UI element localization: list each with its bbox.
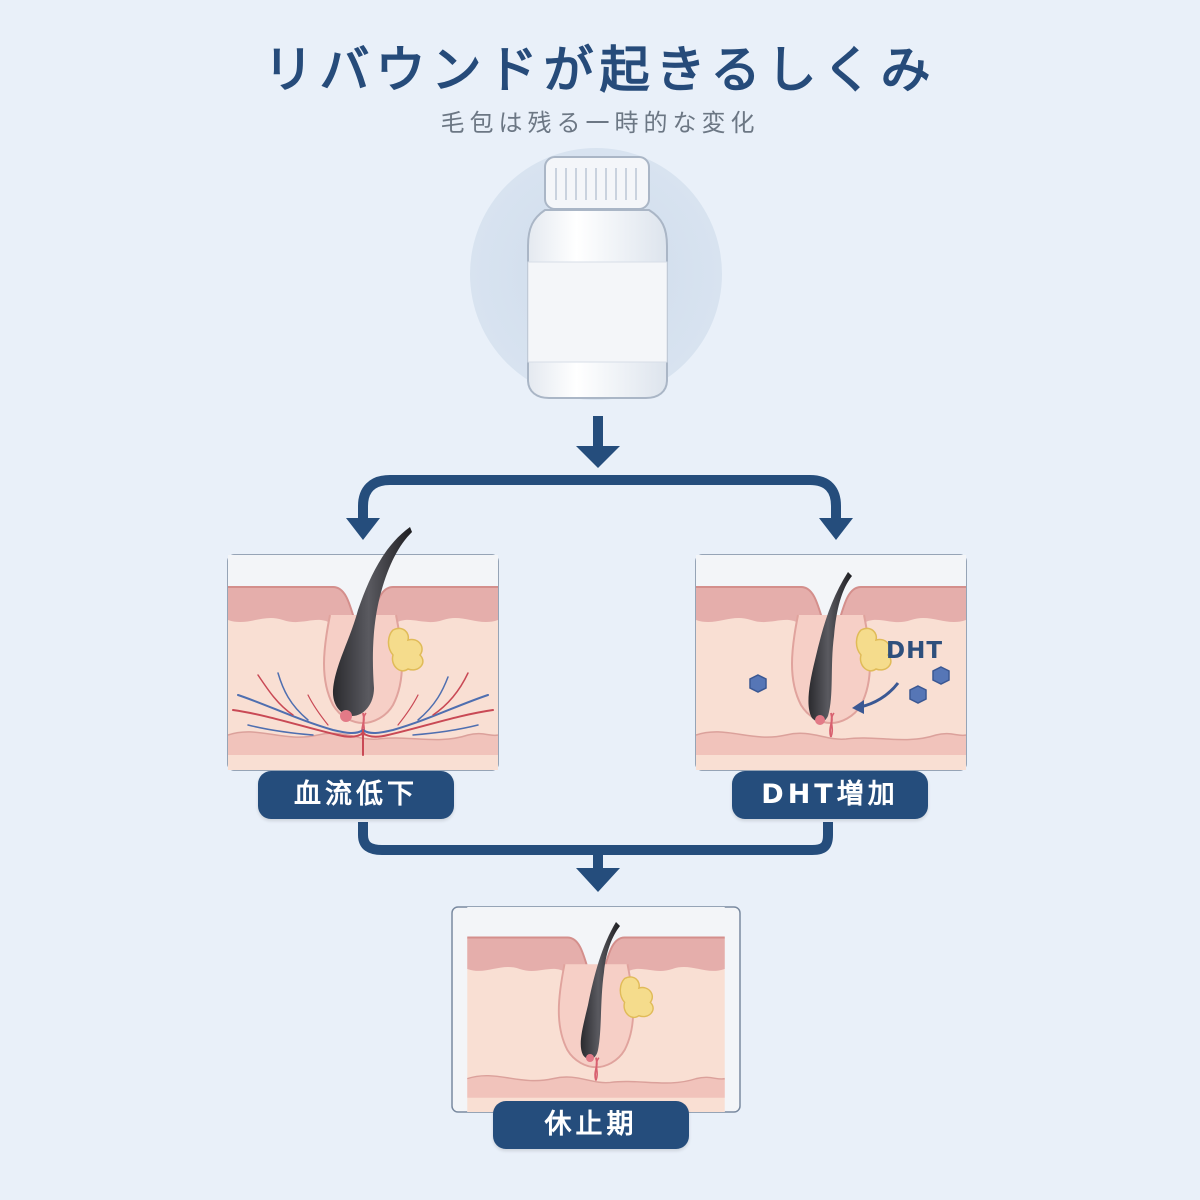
dht-molecule-icon [909,685,927,704]
bottom-arrow-head [576,868,620,892]
dht-increase-label: DHT増加 [732,771,928,819]
page-subtitle: 毛包は残る一時的な変化 [440,109,760,137]
telogen-label: 休止期 [493,1101,689,1149]
right-arrow-head [819,518,853,540]
merge-connector [358,822,833,855]
left-arrow-head [346,518,380,540]
dht-molecule-icon [932,666,950,685]
telogen-panel [451,906,741,1113]
hair-shaft [332,527,412,716]
dht-inner-label: DHT [886,638,944,664]
hair-shaft [580,922,620,1060]
dermal-papilla [340,710,352,722]
dht-panel [695,554,967,771]
split-connector [358,475,841,522]
page-title: リバウンドが起きるしくみ [263,41,937,99]
dht-molecule-icon [749,674,767,693]
flow-lines [358,416,841,872]
hair-shaft [808,572,852,723]
dermal-papilla [815,715,825,725]
medicine-bottle-icon [527,156,668,399]
blood-flow-panel [227,527,499,771]
dermal-papilla [586,1054,594,1062]
down-arrow-head [576,446,620,468]
blood-flow-label: 血流低下 [258,771,454,819]
